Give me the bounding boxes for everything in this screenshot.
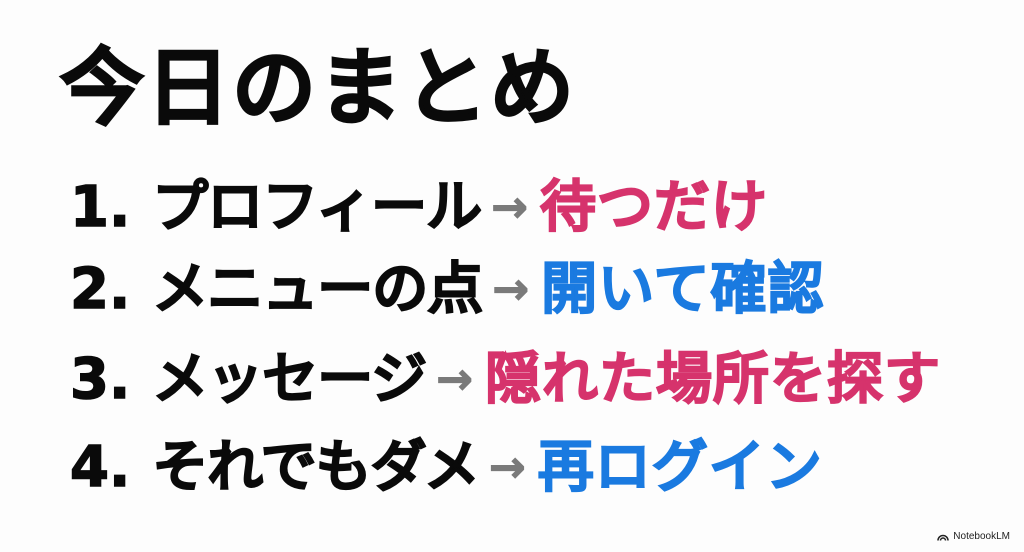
arrow-right-icon: → — [492, 264, 530, 315]
summary-item-3: 3. メッセージ → 隠れた場所を探す — [69, 347, 942, 412]
item-term: それでもダメ — [152, 435, 481, 500]
notebooklm-watermark: NotebookLM — [937, 531, 1010, 542]
watermark-label: NotebookLM — [953, 531, 1010, 542]
summary-item-2: 2. メニューの点 → 開いて確認 — [69, 257, 825, 322]
item-number: 2. — [69, 257, 131, 322]
item-action: 隠れた場所を探す — [484, 347, 942, 412]
notebooklm-logo-icon — [937, 534, 950, 541]
slide-title: 今日のまとめ — [59, 39, 577, 137]
item-number: 1. — [69, 175, 131, 240]
summary-item-1: 1. プロフィール → 待つだけ — [69, 175, 769, 240]
arrow-right-icon: → — [436, 354, 474, 405]
item-term: メニューの点 — [152, 257, 485, 322]
arrow-right-icon: → — [491, 182, 529, 233]
item-action: 開いて確認 — [540, 257, 825, 322]
arrow-right-icon: → — [488, 442, 526, 493]
item-action: 再ログイン — [537, 435, 823, 500]
item-term: メッセージ — [152, 347, 428, 412]
item-term: プロフィール — [152, 175, 483, 240]
item-number: 4. — [69, 435, 131, 500]
summary-item-4: 4. それでもダメ → 再ログイン — [69, 435, 823, 500]
item-action: 待つだけ — [539, 175, 769, 240]
item-number: 3. — [69, 347, 131, 412]
